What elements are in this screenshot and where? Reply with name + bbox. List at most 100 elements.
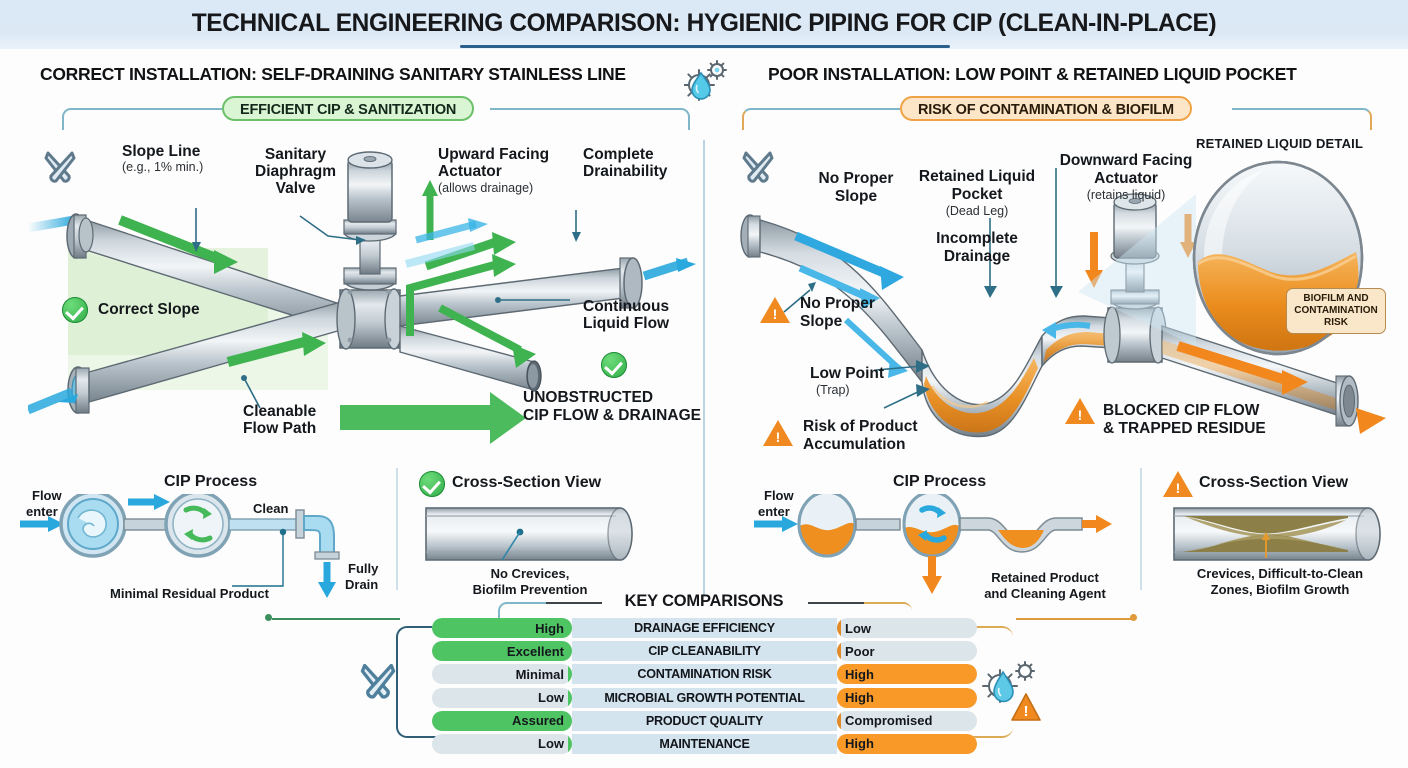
- svg-text:!: !: [1024, 703, 1029, 720]
- biofilm-callout-line1: BIOFILM AND: [1303, 293, 1369, 304]
- right-cross-caption-line1: Crevices, Difficult-to-Clean: [1196, 566, 1364, 581]
- left-panel-heading: CORRECT INSTALLATION: SELF-DRAINING SANI…: [40, 64, 626, 84]
- comparison-left-value-bar: Low: [432, 733, 572, 754]
- comparison-left-value: Minimal: [515, 666, 564, 682]
- label-blocked-line2: & TRAPPED RESIDUE: [1103, 420, 1266, 437]
- right-section-divider: [1140, 468, 1142, 590]
- right-status-badge: RISK OF CONTAMINATION & BIOFILM: [900, 96, 1192, 121]
- right-bracket-end: [1232, 108, 1372, 130]
- left-flow-enter-line2: enter: [26, 504, 58, 519]
- left-cross-caption-line1: No Crevices,: [490, 566, 570, 581]
- label-retained-pocket-sub: (Dead Leg): [945, 204, 1009, 218]
- biofilm-callout-line3: RISK: [1324, 317, 1348, 328]
- comparison-metric-label: MAINTENANCE: [572, 733, 837, 754]
- right-bracket-start: [742, 108, 900, 130]
- right-panel-heading: POOR INSTALLATION: LOW POINT & RETAINED …: [768, 64, 1297, 84]
- warning-icon-no-slope: [760, 297, 790, 323]
- label-no-slope-top-line2: Slope: [834, 188, 878, 205]
- label-unobstructed-line1: UNOBSTRUCTED: [523, 389, 654, 406]
- label-low-point-sub: (Trap): [816, 383, 850, 397]
- comparison-connector-right: [973, 626, 1013, 738]
- comparison-metric-label: CIP CLEANABILITY: [572, 641, 837, 662]
- label-no-slope-warn-line1: No Proper: [800, 295, 875, 312]
- right-cip-process-title: CIP Process: [893, 473, 987, 490]
- label-valve-line1: Sanitary: [264, 146, 327, 163]
- label-blocked-line1: BLOCKED CIP FLOW: [1103, 402, 1260, 419]
- comparison-title-rule-right: [808, 602, 864, 604]
- bar-edge: [568, 733, 572, 754]
- label-no-slope-warn-line2: Slope: [800, 313, 843, 330]
- bar-edge: [568, 687, 572, 708]
- bar-fill: [837, 687, 977, 708]
- comparison-right-value-bar: Compromised: [837, 710, 977, 731]
- label-continuous-flow-line1: Continuous: [583, 298, 670, 315]
- comparison-right-value: High: [845, 666, 874, 682]
- comparison-dot-left: [265, 614, 272, 621]
- left-flow-enter-line1: Flow: [32, 488, 62, 503]
- title-underline: [460, 45, 950, 48]
- right-flow-enter-line1: Flow: [764, 488, 794, 503]
- comparison-title-rule-left: [546, 602, 602, 604]
- bar-fill: [432, 618, 572, 638]
- comparison-left-value: Assured: [511, 713, 564, 729]
- label-down-actuator-line2: Actuator: [1094, 170, 1158, 187]
- left-fully-drain-line1: Fully: [348, 561, 379, 576]
- right-cross-section-diagram: [1172, 504, 1388, 564]
- comparison-metric-label: DRAINAGE EFFICIENCY: [572, 618, 837, 638]
- warning-icon-blocked-flow: [1065, 398, 1095, 424]
- left-cross-section-diagram: [424, 504, 640, 564]
- comparison-right-value-bar: High: [837, 664, 977, 685]
- comparison-lead-right: [1016, 618, 1134, 620]
- comparison-right-value: High: [845, 690, 874, 706]
- label-slope-line: Slope Line: [122, 143, 201, 160]
- comparison-left-value: Low: [538, 690, 564, 706]
- label-continuous-flow-line2: Liquid Flow: [583, 315, 670, 332]
- left-section-divider: [396, 468, 398, 590]
- comparison-right-value: Poor: [845, 643, 875, 659]
- comparison-bracket-left: [498, 602, 546, 624]
- label-retained-pocket-line2: Pocket: [951, 186, 1003, 203]
- comparison-left-value: Low: [538, 736, 564, 752]
- right-retained-line2: and Cleaning Agent: [984, 586, 1106, 601]
- wrench-screwdriver-icon: [740, 148, 776, 184]
- left-fully-drain-line2: Drain: [345, 577, 379, 592]
- wrench-screwdriver-icon: [358, 660, 398, 700]
- label-no-slope-top-line1: No Proper: [818, 170, 894, 187]
- label-down-actuator-sub: (retains liquid): [1086, 188, 1166, 202]
- check-icon-correct-slope: [62, 297, 88, 323]
- left-cross-section-title: Cross-Section View: [452, 474, 602, 491]
- comparison-right-value-bar: High: [837, 687, 977, 708]
- gear-waterdrop-icon: [684, 58, 730, 110]
- label-cleanable-line1: Cleanable: [243, 403, 317, 420]
- bar-edge: [837, 618, 841, 638]
- comparison-left-value-bar: Excellent: [432, 641, 572, 662]
- label-valve-line3: Valve: [275, 180, 316, 197]
- right-cross-caption-line2: Zones, Biofilm Growth: [1210, 582, 1350, 597]
- label-retained-pocket-line1: Retained Liquid: [918, 168, 1036, 185]
- comparison-left-value-bar: High: [432, 618, 572, 638]
- label-down-actuator-line1: Downward Facing: [1059, 152, 1193, 169]
- bar-fill: [837, 733, 977, 754]
- page-title: TECHNICAL ENGINEERING COMPARISON: HYGIEN…: [191, 9, 1217, 37]
- right-retained-line1: Retained Product: [991, 570, 1099, 585]
- check-icon-left-cross-section: [419, 471, 445, 497]
- comparison-right-value: Compromised: [845, 713, 933, 729]
- label-unobstructed-line2: CIP FLOW & DRAINAGE: [523, 407, 701, 424]
- label-incomplete-line2: Drainage: [943, 248, 1011, 265]
- label-incomplete-line1: Incomplete: [936, 230, 1018, 247]
- label-drainability-line2: Drainability: [583, 163, 668, 180]
- label-actuator-line2: Actuator: [438, 163, 502, 180]
- bar-edge: [568, 664, 572, 685]
- label-risk-accum-line1: Risk of Product: [803, 418, 918, 435]
- center-divider: [703, 140, 705, 595]
- bar-fill: [837, 664, 977, 685]
- left-bracket-start: [62, 108, 222, 130]
- bar-edge: [837, 641, 841, 662]
